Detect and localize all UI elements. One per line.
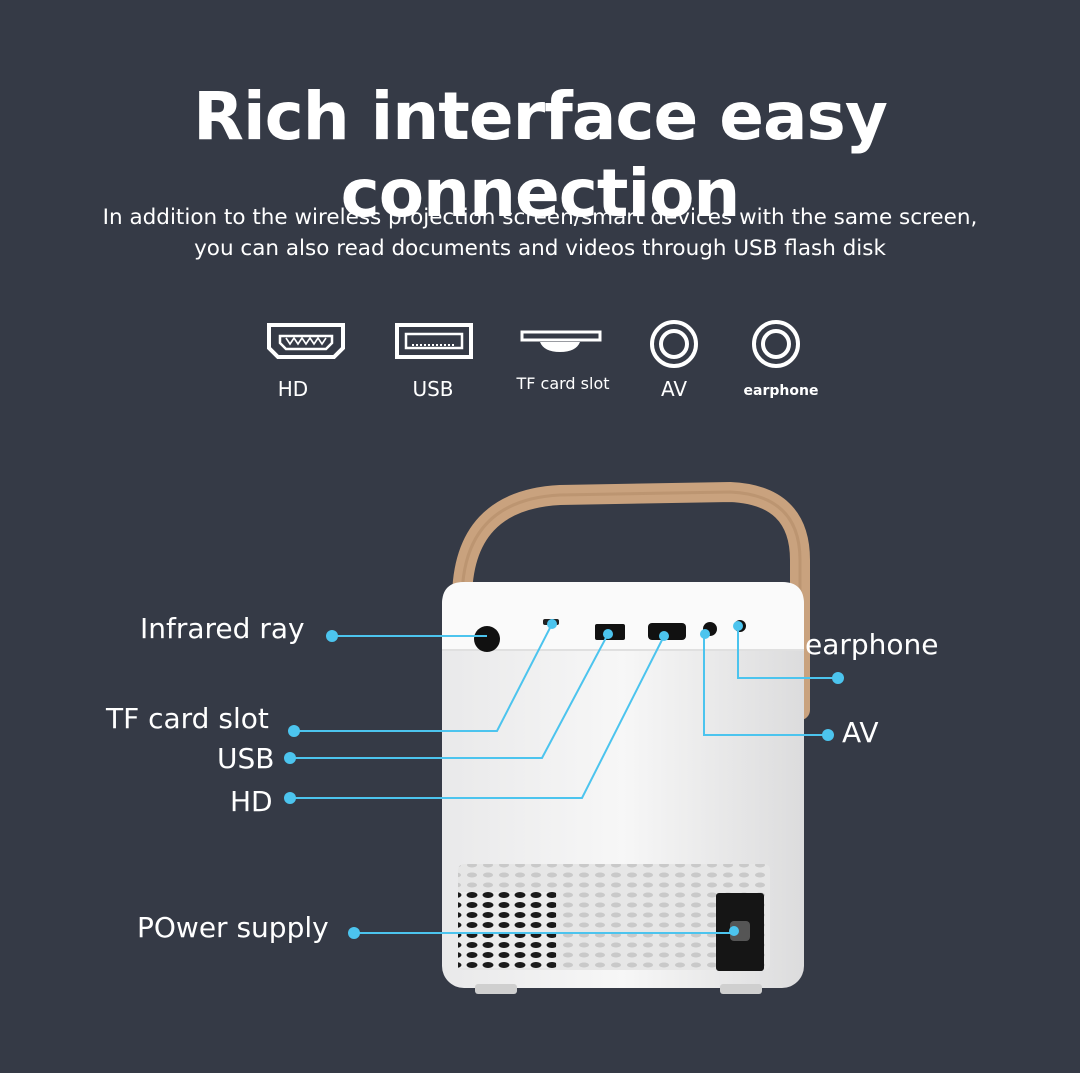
subtitle-line-2: you can also read documents and videos t… xyxy=(194,236,886,261)
callout-earphone: earphone xyxy=(805,628,939,661)
av-jack-icon xyxy=(650,320,698,368)
callout-dot-usb xyxy=(284,752,296,764)
callout-dot-av xyxy=(822,729,834,741)
line-hd xyxy=(290,635,665,799)
callout-usb: USB xyxy=(217,742,275,775)
callout-av: AV xyxy=(842,716,879,749)
icon-label-usb: USB xyxy=(412,377,454,401)
line-av xyxy=(703,634,828,736)
icon-label-av: AV xyxy=(660,377,688,401)
callout-dot-tf xyxy=(288,725,300,737)
endpoint-earphone xyxy=(733,621,743,631)
endpoint-hd xyxy=(659,631,669,641)
subtitle-line-1: In addition to the wireless projection s… xyxy=(102,205,978,230)
callout-infrared-ray: Infrared ray xyxy=(140,612,305,645)
speaker-grille xyxy=(458,892,556,968)
tf-card-slot-icon xyxy=(520,330,602,352)
callout-power-supply: POwer supply xyxy=(137,911,329,944)
page-title: Rich interface easy connection xyxy=(193,78,888,232)
endpoint-usb xyxy=(603,629,613,639)
callout-dot-hd xyxy=(284,792,296,804)
callout-hd: HD xyxy=(230,785,273,818)
icon-label-tf-card-slot: TF card slot xyxy=(516,374,610,393)
callout-dot-power xyxy=(348,927,360,939)
infrared-sensor xyxy=(474,626,500,652)
hdmi-port-icon xyxy=(267,323,345,359)
usb-port-icon xyxy=(395,323,473,359)
endpoint-tf xyxy=(547,619,557,629)
line-usb xyxy=(290,633,609,759)
callout-tf-card-slot: TF card slot xyxy=(106,702,269,735)
callout-dot-infrared xyxy=(326,630,338,642)
icon-label-earphone: earphone xyxy=(743,383,819,399)
endpoint-power xyxy=(729,926,739,936)
icon-label-hd: HD xyxy=(277,377,309,401)
subtitle: In addition to the wireless projection s… xyxy=(0,202,1080,264)
hdmi-slot xyxy=(648,623,686,640)
endpoint-av xyxy=(700,629,710,639)
line-tf xyxy=(294,623,553,732)
callout-dot-earphone xyxy=(832,672,844,684)
line-earphone xyxy=(737,628,838,679)
earphone-jack-icon xyxy=(752,320,800,368)
